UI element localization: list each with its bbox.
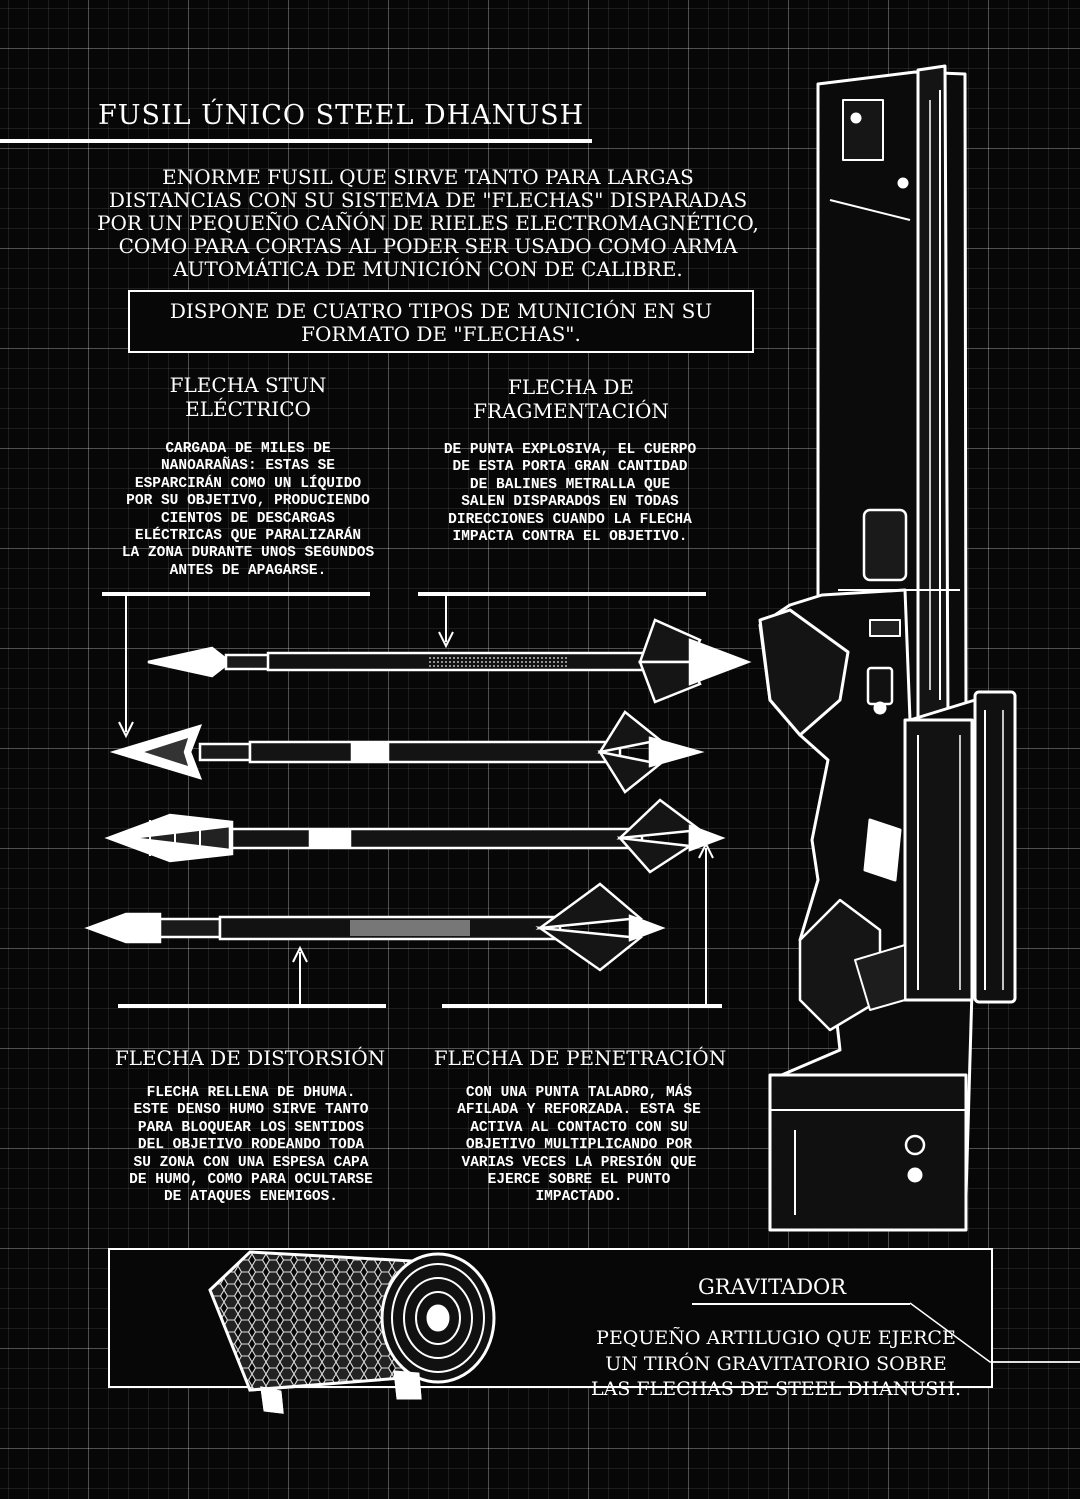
penetration-arrow-description: CON UNA PUNTA TALADRO, MÁS AFILADA Y REF… (457, 1085, 701, 1206)
stun-arrow-description: CARGADA DE MILES DE NANOARAÑAS: ESTAS SE… (121, 441, 375, 579)
intro-description: ENORME FUSIL QUE SIRVE TANTO PARA LARGAS… (97, 165, 759, 281)
ammo-note-box (128, 290, 754, 353)
gravitator-title: GRAVITADOR (698, 1275, 847, 1299)
distortion-arrow-title: FLECHA DE DISTORSIÓN (114, 1046, 386, 1070)
ammo-note-text: DISPONE DE CUATRO TIPOS DE MUNICIÓN EN S… (169, 299, 713, 346)
title-underline (0, 139, 592, 143)
connector-arrows (118, 594, 714, 1006)
rifle-illustration (758, 64, 1017, 1232)
section-rules (102, 592, 722, 1008)
penetration-arrow-illustration (104, 798, 726, 874)
penetration-arrow-title: FLECHA DE PENETRACIÓN (433, 1046, 727, 1070)
gravitator-title-underline (692, 1303, 910, 1305)
page-title: FUSIL ÚNICO STEEL DHANUSH (98, 100, 585, 131)
stun-arrow-illustration (109, 710, 705, 794)
stun-arrow-title: FLECHA STUN ELÉCTRICO (169, 373, 327, 421)
fragmentation-arrow-title: FLECHA DE FRAGMENTACIÓN (473, 375, 669, 423)
fragmentation-arrow-illustration (147, 618, 752, 704)
fragmentation-arrow-description: DE PUNTA EXPLOSIVA, EL CUERPO DE ESTA PO… (443, 442, 697, 546)
distortion-arrow-description: FLECHA RELLENA DE DHUMA. ESTE DENSO HUMO… (129, 1085, 373, 1206)
gravitator-description: PEQUEÑO ARTILUGIO QUE EJERCE UN TIRÓN GR… (591, 1327, 961, 1400)
distortion-arrow-illustration (84, 882, 666, 972)
